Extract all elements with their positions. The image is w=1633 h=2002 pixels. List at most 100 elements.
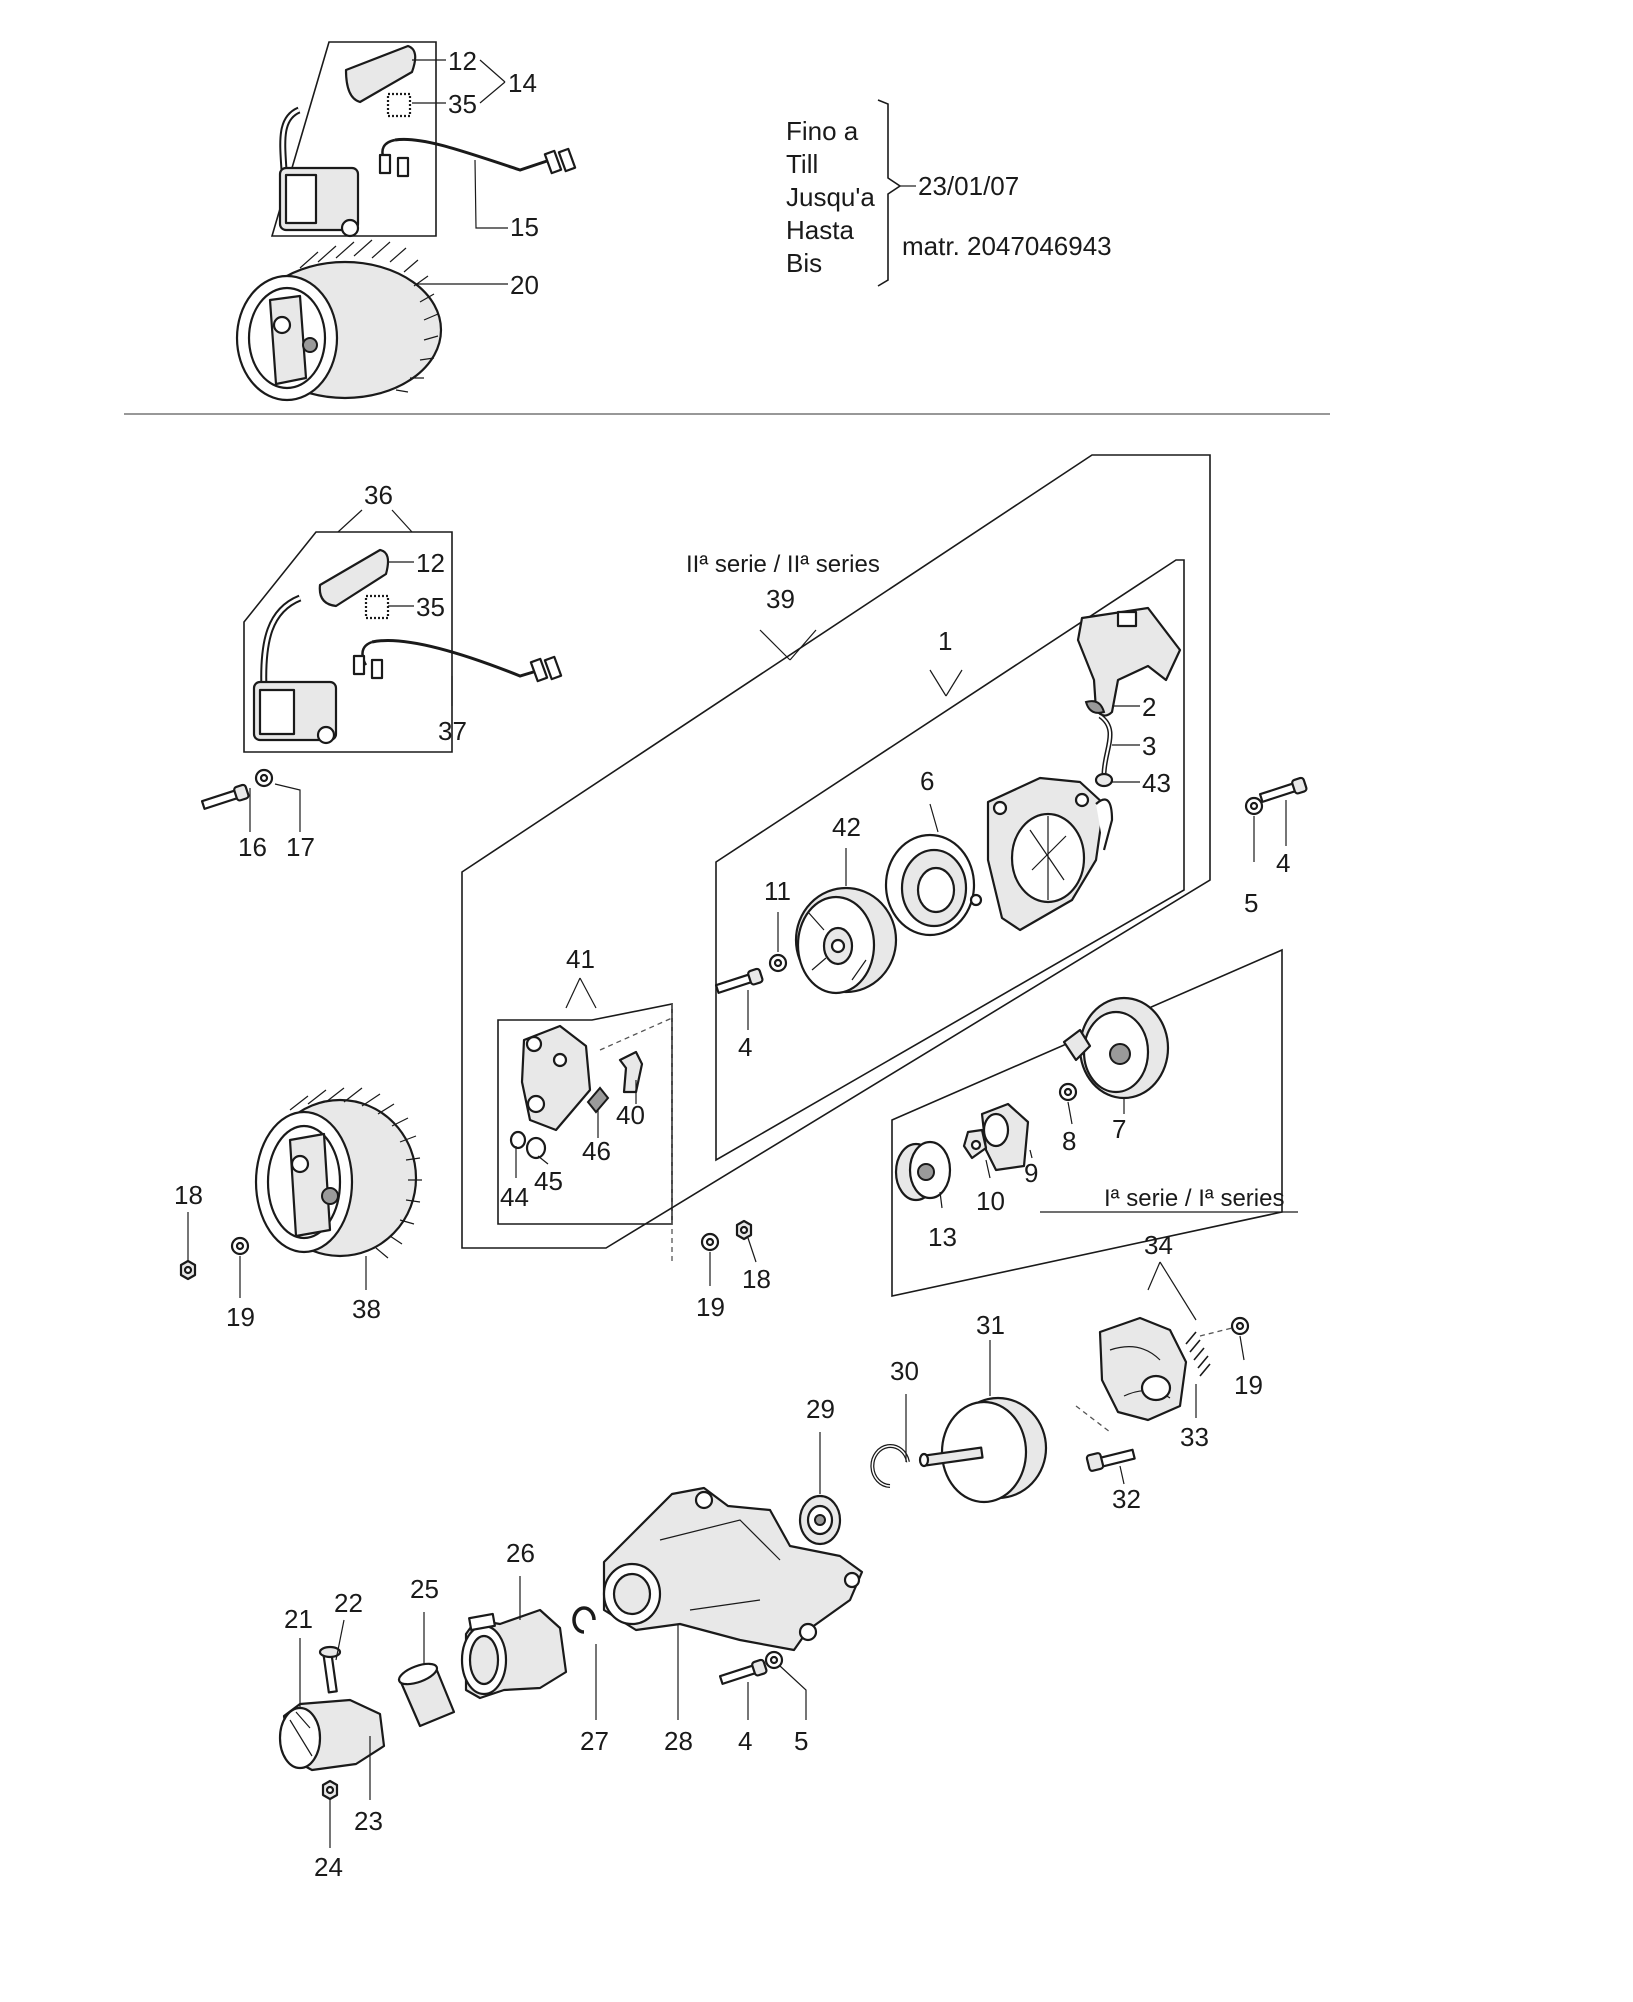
series-label-second: IIª serie / IIª series	[686, 551, 880, 578]
callout-19: 19	[1234, 1370, 1263, 1400]
callout-46: 46	[582, 1136, 611, 1166]
flywheel: 38	[254, 1087, 422, 1324]
starter-spring: 6	[884, 766, 983, 937]
callout-16: 16	[238, 832, 267, 862]
clutch-housing: 28	[602, 1486, 864, 1756]
note-date: 23/01/07	[918, 171, 1019, 201]
callout-12: 12	[448, 46, 477, 76]
circlip-27: 27	[572, 1606, 609, 1756]
callout-21: 21	[284, 1604, 313, 1634]
callout-17: 17	[286, 832, 315, 862]
callout-38: 38	[352, 1294, 381, 1324]
callout-6: 6	[920, 766, 934, 796]
starter-pulley: 42	[794, 812, 898, 995]
callout-23: 23	[354, 1806, 383, 1836]
starter-housing	[986, 776, 1114, 932]
clutch-drum: 31	[918, 1310, 1048, 1504]
callout-33: 33	[1180, 1422, 1209, 1452]
callout-35: 35	[416, 592, 445, 622]
note-line-4: Hasta	[786, 215, 854, 245]
series-label-first: Iª serie / Iª series	[1104, 1185, 1284, 1212]
callout-15: 15	[510, 212, 539, 242]
callout-14: 14	[508, 68, 537, 98]
callout-26: 26	[506, 1538, 535, 1568]
clutch-screw: 32	[1085, 1448, 1141, 1514]
callout-13: 13	[928, 1222, 957, 1252]
callout-4: 4	[1276, 848, 1290, 878]
callout-37: 37	[438, 716, 467, 746]
callout-35: 35	[448, 89, 477, 119]
callout-4: 4	[738, 1032, 752, 1062]
bush: 25	[397, 1574, 456, 1728]
callout-11: 11	[764, 876, 791, 906]
housing-screw-and-washer: 4 5	[1244, 776, 1309, 918]
note-line-1: Fino a	[786, 116, 859, 146]
callout-32: 32	[1112, 1484, 1141, 1514]
callout-29: 29	[806, 1394, 835, 1424]
callout-12: 12	[416, 548, 445, 578]
validity-note: Fino a Till Jusqu'a Hasta Bis 23/01/07 m…	[786, 99, 1112, 287]
callout-4: 4	[738, 1726, 752, 1756]
pulley-screw-and-washer: 11 4	[714, 876, 791, 1062]
clutch-assembly: 34 33	[1075, 1230, 1241, 1452]
callout-36: 36	[364, 480, 393, 510]
callout-1: 1	[938, 626, 952, 656]
callout-3: 3	[1142, 731, 1156, 761]
callout-22: 22	[334, 1588, 363, 1618]
callout-24: 24	[314, 1852, 343, 1882]
callout-41: 41	[566, 944, 595, 974]
washer-19	[700, 1232, 720, 1252]
circlip-30: 30	[870, 1356, 919, 1488]
callout-27: 27	[580, 1726, 609, 1756]
starter-handle-and-rope: 2 3 43	[1076, 606, 1182, 798]
callout-18: 18	[742, 1264, 771, 1294]
callout-44: 44	[500, 1182, 529, 1212]
hub: 13	[894, 1140, 957, 1252]
tube-clamp: 26	[460, 1538, 568, 1700]
callout-2: 2	[1142, 692, 1156, 722]
callout-5: 5	[794, 1726, 808, 1756]
nut-18	[735, 1219, 753, 1241]
callout-19: 19	[696, 1292, 725, 1322]
callout-10: 10	[976, 1186, 1005, 1216]
spring-cup: 9	[980, 1102, 1038, 1188]
callout-40: 40	[616, 1100, 645, 1130]
small-spring: 10	[962, 1128, 1005, 1216]
callout-25: 25	[410, 1574, 439, 1604]
drive-coupling: 22 21 23 24	[278, 1588, 386, 1882]
callout-31: 31	[976, 1310, 1005, 1340]
coil-screw-and-washer: 16 17	[200, 768, 315, 862]
flywheel-top	[235, 239, 443, 402]
callout-30: 30	[890, 1356, 919, 1386]
ignition-coil-assembly-top	[270, 41, 577, 238]
washer-19	[230, 1236, 250, 1256]
callout-8: 8	[1062, 1126, 1076, 1156]
starter-pulley-first-series: 7	[1062, 996, 1170, 1144]
starter-assembly-frame: IIª serie / IIª series 39 1	[461, 454, 1211, 1249]
note-line-5: Bis	[786, 248, 822, 278]
callout-7: 7	[1112, 1114, 1126, 1144]
callout-42: 42	[832, 812, 861, 842]
note-serial: matr. 2047046943	[902, 231, 1112, 261]
nut-18	[179, 1259, 197, 1281]
callout-18: 18	[174, 1180, 203, 1210]
first-series-panel: Iª serie / Iª series 7 8 9 10	[891, 948, 1298, 1297]
pawl-kit: 41 40 46 45 44	[497, 944, 673, 1264]
note-line-3: Jusqu'a	[786, 182, 875, 212]
callout-20: 20	[510, 270, 539, 300]
callout-19: 19	[226, 1302, 255, 1332]
note-line-2: Till	[786, 149, 818, 179]
callout-28: 28	[664, 1726, 693, 1756]
callout-43: 43	[1142, 768, 1171, 798]
housing-screw	[718, 1658, 769, 1685]
callout-5: 5	[1244, 888, 1258, 918]
washer-19	[1230, 1316, 1250, 1336]
ignition-coil-assembly: 36 12 35 37	[243, 480, 563, 753]
callout-9: 9	[1024, 1158, 1038, 1188]
washer-5	[764, 1650, 784, 1670]
callout-45: 45	[534, 1166, 563, 1196]
callout-34: 34	[1144, 1230, 1173, 1260]
bearing-29: 29	[798, 1394, 842, 1546]
callout-39: 39	[766, 584, 795, 614]
